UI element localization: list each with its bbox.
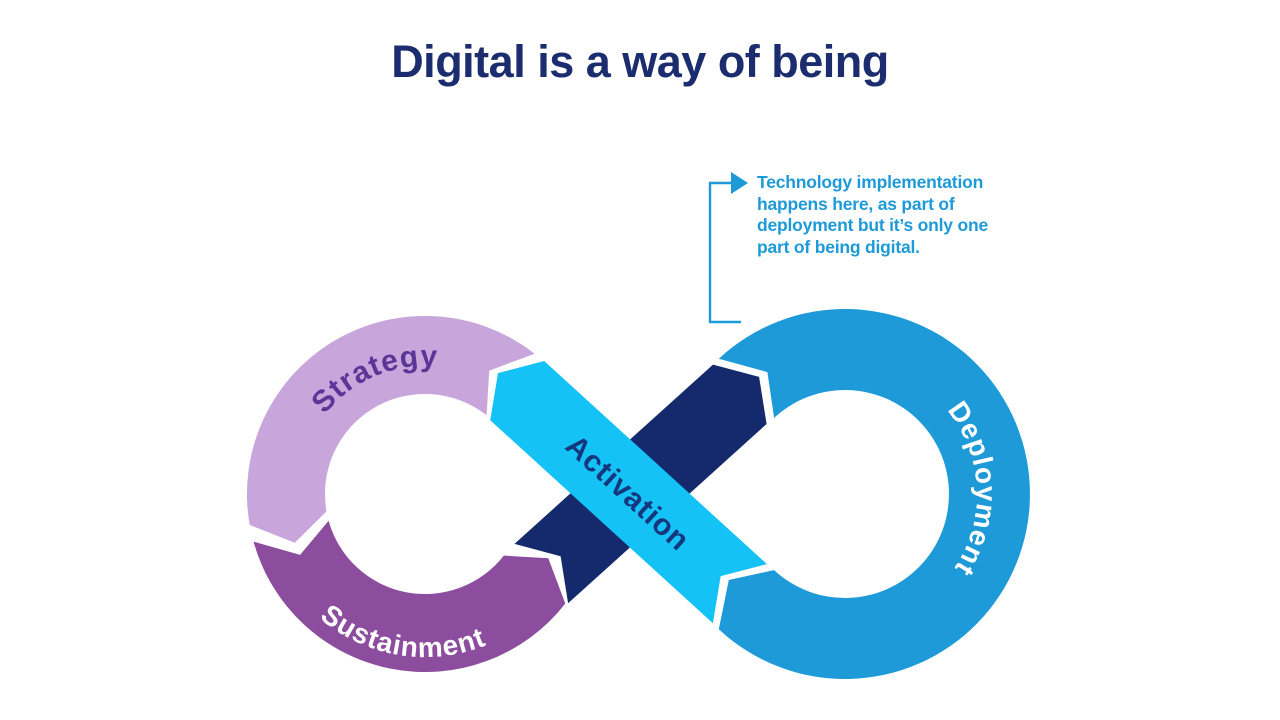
sustainment-segment <box>253 520 566 673</box>
annotation-line: happens here, as part of <box>757 193 955 214</box>
annotation-line: part of being digital. <box>757 236 920 257</box>
annotation-line: deployment but it’s only one <box>757 215 988 235</box>
annotation-arrow-icon <box>731 172 748 194</box>
annotation-line: Technology implementation <box>757 172 984 192</box>
page-title: Digital is a way of being <box>391 36 889 87</box>
activation-band <box>490 361 767 624</box>
deployment-segment <box>718 309 1030 680</box>
annotation-text: Technology implementation happens here, … <box>757 172 1027 258</box>
strategy-segment <box>246 315 535 543</box>
annotation-connector-line <box>708 181 741 324</box>
